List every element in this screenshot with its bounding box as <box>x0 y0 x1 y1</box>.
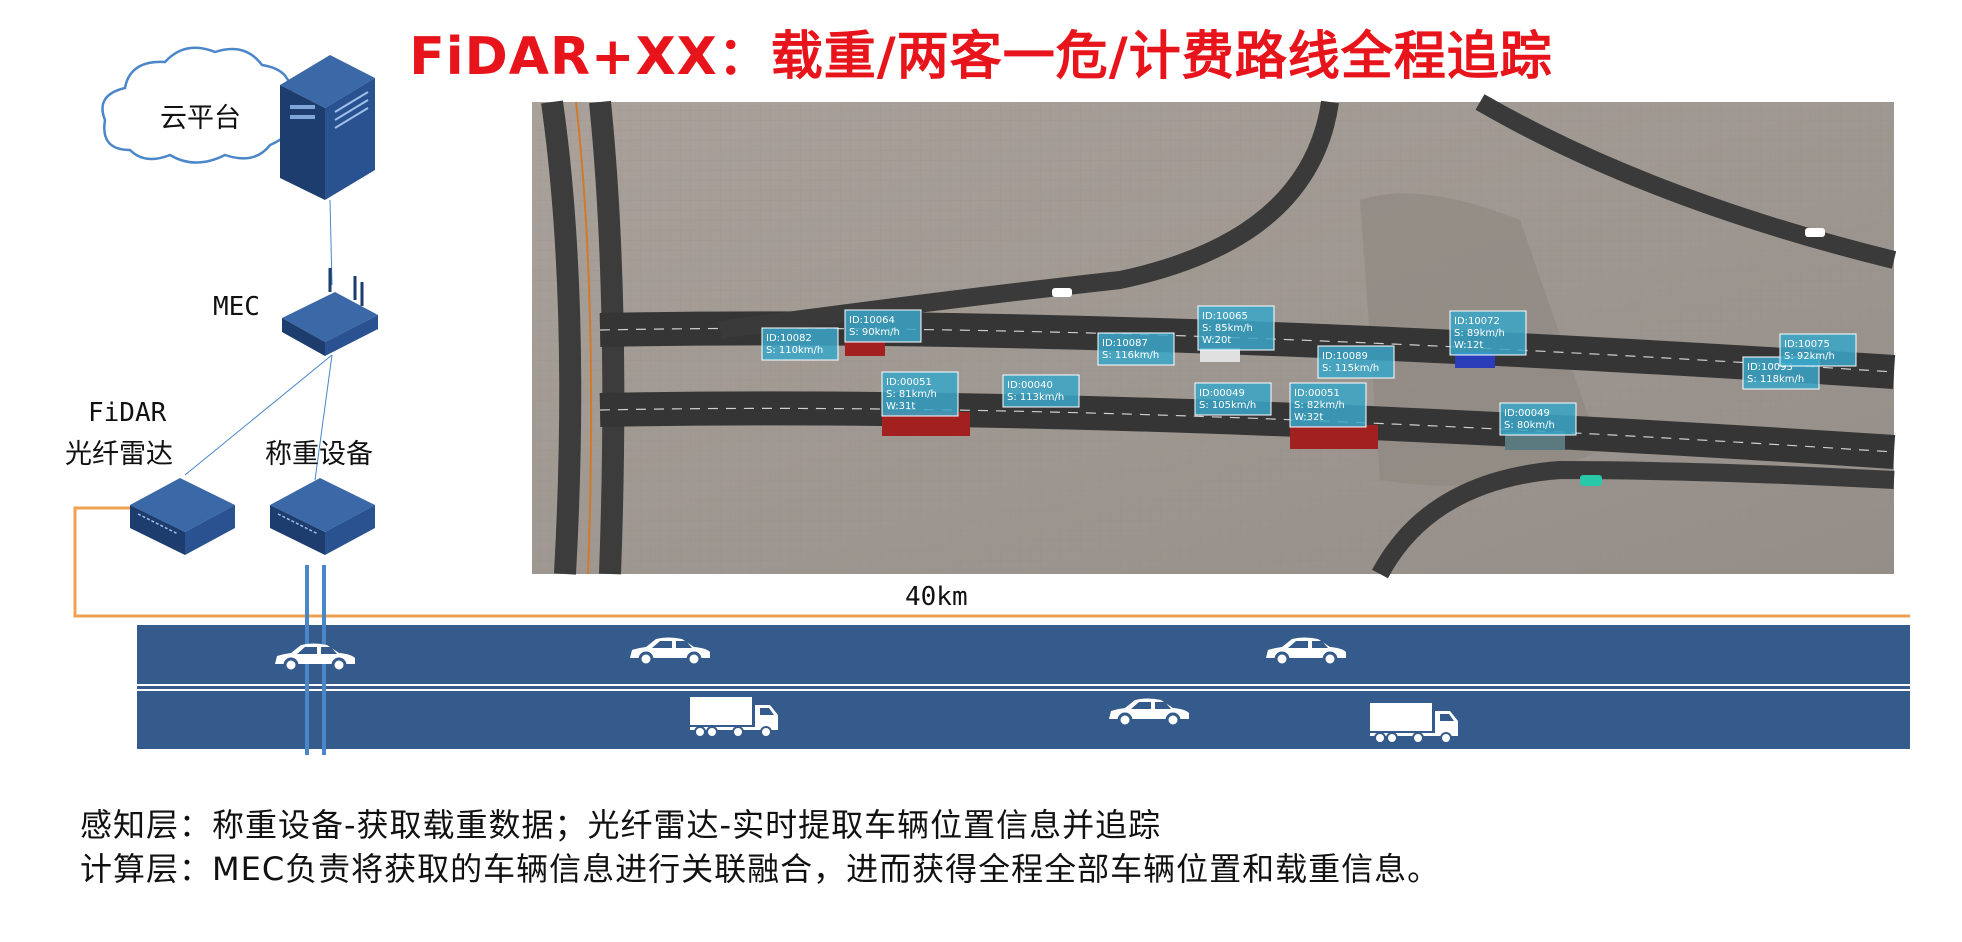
vehicle-tag-line: ID:10082 <box>766 333 812 344</box>
vehicle-tag-box <box>1097 332 1175 366</box>
vehicle-tag-line: ID:10065 <box>1202 311 1248 322</box>
vehicle-tag-line: S: 116km/h <box>1102 350 1159 361</box>
vehicle-tag-line: ID:00049 <box>1504 408 1550 419</box>
vehicle-tag-box <box>1289 382 1367 428</box>
vehicle-tag-line: W:20t <box>1202 335 1231 346</box>
road-band <box>137 625 1910 749</box>
vehicle-tag-line: ID:00051 <box>1294 388 1340 399</box>
vehicle-tag-box <box>1779 333 1857 367</box>
vehicle-tag-box <box>1317 345 1395 379</box>
lidar-device-icon <box>130 478 235 555</box>
vehicle-tag-line: ID:10064 <box>849 315 895 326</box>
vehicle-tag-box <box>1194 382 1272 416</box>
server-icon <box>280 55 375 200</box>
cloud-label: 云平台 <box>160 103 241 134</box>
server-mec-link <box>329 199 333 286</box>
vehicle-tag-line: S: 92km/h <box>1784 351 1835 362</box>
vehicle-tag-line: ID:00051 <box>886 377 932 388</box>
vehicle-tag-line: S: 118km/h <box>1747 374 1804 385</box>
vehicle-tag-box <box>881 371 959 417</box>
vehicle-tag-line: W:12t <box>1454 340 1483 351</box>
vehicle-tag-box <box>844 309 922 343</box>
cloud-icon <box>101 46 296 164</box>
vehicle-tag-line: ID:10075 <box>1784 339 1830 350</box>
vehicle-tag-line: S: 82km/h <box>1294 400 1345 411</box>
vehicle-tag-line: W:32t <box>1294 412 1323 423</box>
mec-label: MEC <box>213 292 260 322</box>
vehicle-tag-box <box>1197 305 1275 351</box>
distance-label: 40km <box>905 582 968 612</box>
vehicle-tag-line: S: 113km/h <box>1007 392 1064 403</box>
vehicle-tag-line: S: 80km/h <box>1504 420 1555 431</box>
mec-weigh-link <box>314 354 333 481</box>
vehicle-tag-line: ID:10087 <box>1102 338 1148 349</box>
fidar-label: FiDAR <box>88 398 167 428</box>
vehicle-tag-line: ID:00049 <box>1199 388 1245 399</box>
vehicle-tag-box <box>1499 402 1577 436</box>
mec-fidar-link <box>184 354 333 476</box>
vehicle-tag-line: S: 110km/h <box>766 345 823 356</box>
vehicle-tag-line: S: 85km/h <box>1202 323 1253 334</box>
vehicle-tag-line: ID:10089 <box>1322 351 1368 362</box>
vehicle-tag-line: S: 105km/h <box>1199 400 1256 411</box>
vehicle-tag-line: ID:00040 <box>1007 380 1053 391</box>
vehicle-tag-line: ID:10072 <box>1454 316 1500 327</box>
fidar-cn-label: 光纤雷达 <box>65 439 173 470</box>
vehicle-tag-box <box>761 327 839 361</box>
vehicle-tag-box <box>1002 374 1080 408</box>
vehicle-tag-box <box>1449 310 1527 356</box>
description-line-2: 计算层：MEC负责将获取的车辆信息进行关联融合，进而获得全程全部车辆位置和载重信… <box>80 850 1441 888</box>
page-title: FiDAR+XX：载重/两客一危/计费路线全程追踪 <box>409 27 1553 87</box>
vehicle-tag-line: ID:10093 <box>1747 362 1793 373</box>
weigh-device-icon <box>270 478 375 555</box>
vehicle-tag-line: S: 89km/h <box>1454 328 1505 339</box>
router-icon <box>282 268 378 356</box>
vehicle-tag-line: W:31t <box>886 401 915 412</box>
fiber-cable <box>73 506 1910 618</box>
vehicle-tag-line: S: 90km/h <box>849 327 900 338</box>
vehicle-tag-line: S: 81km/h <box>886 389 937 400</box>
vehicle-tag-line: S: 115km/h <box>1322 363 1379 374</box>
weigh-label: 称重设备 <box>265 439 373 470</box>
description-line-1: 感知层：称重设备-获取载重数据；光纤雷达-实时提取车辆位置信息并追踪 <box>80 806 1162 844</box>
